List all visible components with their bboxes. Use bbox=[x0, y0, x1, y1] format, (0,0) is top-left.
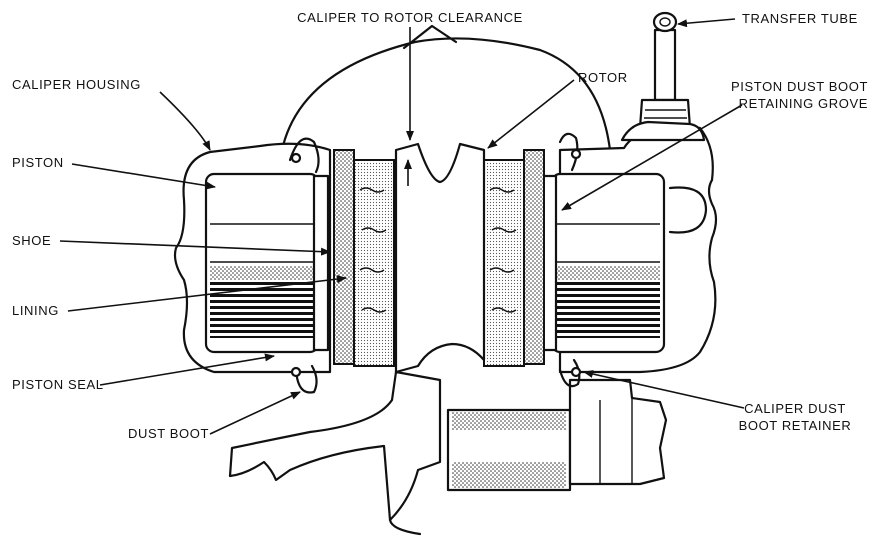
label-caliper-housing: CALIPER HOUSING bbox=[12, 77, 141, 92]
left-lining bbox=[353, 159, 395, 367]
label-dust-boot: DUST BOOT bbox=[128, 426, 210, 441]
label-piston-seal: PISTON SEAL bbox=[12, 377, 104, 392]
mounting-bracket bbox=[228, 370, 668, 536]
right-shoe bbox=[523, 149, 545, 365]
right-lining bbox=[483, 159, 525, 367]
label-retaining-grove: RETAINING GROVE bbox=[738, 96, 868, 111]
label-transfer-tube: TRANSFER TUBE bbox=[742, 11, 858, 26]
label-shoe: SHOE bbox=[12, 233, 52, 248]
label-piston: PISTON bbox=[12, 155, 64, 170]
right-piston bbox=[540, 172, 666, 354]
left-piston bbox=[204, 172, 330, 354]
label-rotor: ROTOR bbox=[578, 70, 628, 85]
rotor-dome bbox=[280, 24, 612, 152]
label-boot-retainer: BOOT RETAINER bbox=[738, 418, 852, 433]
label-lining: LINING bbox=[12, 303, 59, 318]
label-caliper-dust: CALIPER DUST bbox=[744, 401, 846, 416]
left-shoe bbox=[333, 149, 355, 365]
leader-lines bbox=[59, 18, 745, 435]
label-piston-dust-boot: PISTON DUST BOOT bbox=[731, 79, 868, 94]
dust-boot-loops bbox=[288, 132, 582, 394]
rotor bbox=[394, 142, 486, 374]
transfer-tube bbox=[620, 11, 706, 142]
label-caliper-to-rotor-clearance: CALIPER TO ROTOR CLEARANCE bbox=[297, 10, 523, 25]
